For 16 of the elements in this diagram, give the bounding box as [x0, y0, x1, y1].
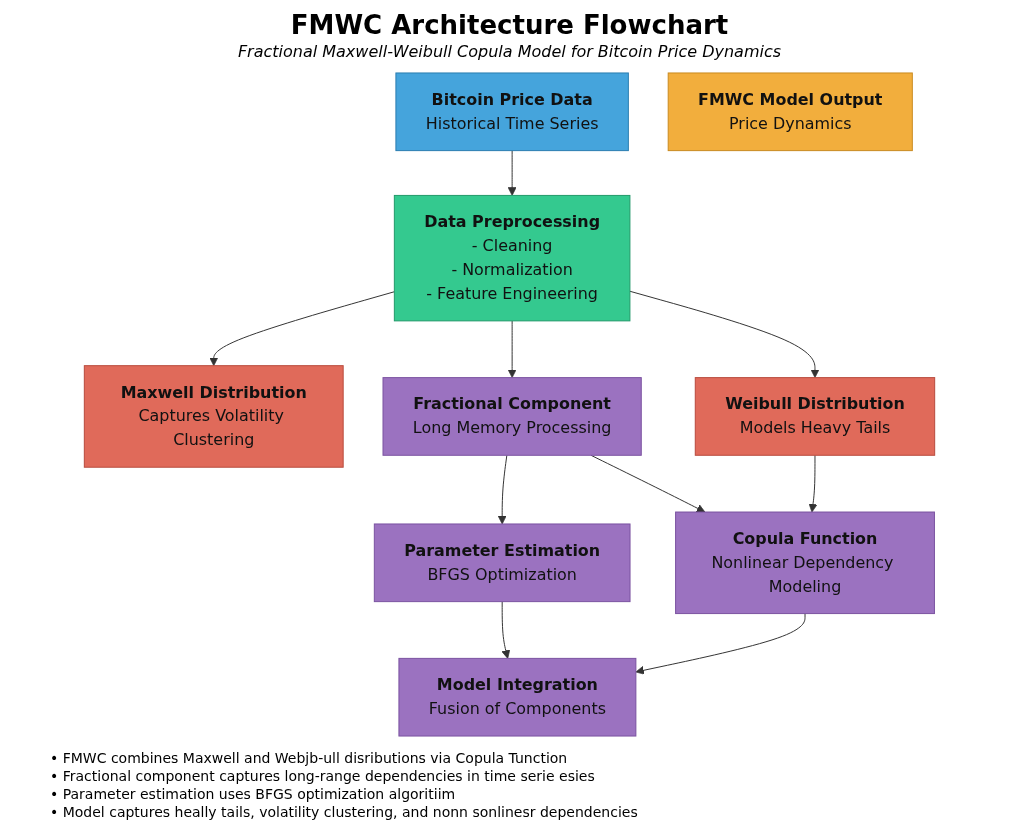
node-box: FMWC Model Output Price Dynamics: [667, 72, 913, 152]
node-box: Copula Function Nonlinear Dependency Modeling: [675, 511, 935, 615]
node-box: Data Preprocessing - Cleaning - Normalization - Feature Engineering: [393, 194, 631, 322]
arrow: [497, 454, 508, 525]
node-box: Fractional Component Long Memory Processing: [382, 377, 642, 456]
diagram-title: FMWC Architecture Flowchart: [290, 10, 729, 40]
bullet-note: • Parameter estimation uses BFGS optimization algoritiim: [50, 786, 457, 802]
bullet-note: • Model captures heally tails, volatility clustering, and nonn sonlinesr dependencies: [50, 804, 638, 820]
node-box: Model Integration Fusion of Components: [398, 657, 637, 737]
node-box: Parameter Estimation BFGS Optimization: [373, 523, 631, 603]
node-box: Maxwell Distribution Captures Volatility Clustering: [83, 365, 344, 468]
node-box: Weibull Distribution Models Heavy Tails: [694, 377, 936, 456]
bullet-note: • FMWC combines Maxwell and Webjb-ull disributions via Copula Tunction: [50, 750, 569, 766]
node-box: Bitcoin Price Data Historical Time Series: [395, 72, 629, 152]
bullet-note: • Fractional component captures long-range dependencies in time serie esies: [50, 768, 596, 784]
subtitle: Fractional Maxwell-Weibull Copula Model for Bitcoin Price Dynamics: [237, 42, 782, 61]
